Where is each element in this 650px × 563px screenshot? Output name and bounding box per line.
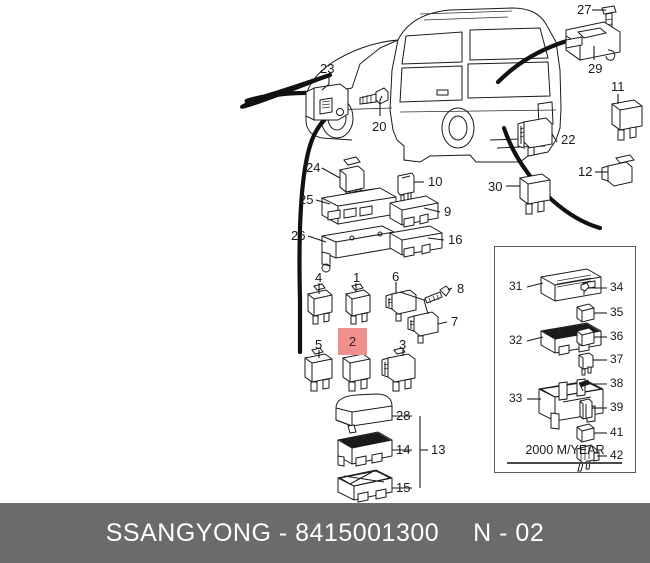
part-9-module xyxy=(389,195,439,228)
highlight-label-part-2: 2 xyxy=(348,334,357,349)
callout-5: 5 xyxy=(315,337,323,352)
inset-callout-37: 37 xyxy=(610,352,624,366)
part-30-relay xyxy=(519,173,551,215)
part-25-control-unit xyxy=(321,187,397,225)
part-8-bolt xyxy=(424,285,451,304)
callout-4: 4 xyxy=(315,270,323,285)
inset-callout-31: 31 xyxy=(509,279,523,293)
inset-callout-39: 39 xyxy=(610,400,624,414)
part-28-fuse-box-cover xyxy=(335,393,393,434)
part-12-small-relay xyxy=(601,154,635,187)
part-7-relay xyxy=(407,311,439,344)
inset-part-33 xyxy=(538,378,604,430)
callout-28: 28 xyxy=(396,408,411,423)
inset-part-37 xyxy=(578,352,594,376)
callout-11: 11 xyxy=(611,79,625,94)
inset-part-31 xyxy=(540,268,602,302)
part-4-relay xyxy=(307,283,333,325)
highlight-box-part-2[interactable] xyxy=(338,328,367,355)
inset-callout-35: 35 xyxy=(610,305,624,319)
callout-23: 23 xyxy=(320,61,335,76)
callout-25: 25 xyxy=(299,192,314,207)
inset-callout-34: 34 xyxy=(610,280,624,294)
callout-26: 26 xyxy=(291,228,306,243)
part-26-mounting-bracket xyxy=(321,225,395,273)
callout-14: 14 xyxy=(396,442,411,457)
diagram-canvas: 23 20 27 29 11 22 12 24 25 26 10 9 16 30… xyxy=(240,2,643,503)
inset-callout-42: 42 xyxy=(610,448,624,462)
inset-part-35 xyxy=(576,303,595,323)
part-5-relay xyxy=(304,347,333,392)
part-23-relay-bracket xyxy=(305,83,349,121)
part-14-fuse-board xyxy=(337,431,393,467)
inset-part-39 xyxy=(579,398,593,420)
inset-year-underline xyxy=(507,462,622,464)
inset-callout-36: 36 xyxy=(610,329,624,343)
callout-10: 10 xyxy=(428,174,443,189)
part-20-bolt xyxy=(359,87,389,105)
callout-7: 7 xyxy=(451,314,459,329)
inset-leader-lines xyxy=(526,282,607,457)
callout-22: 22 xyxy=(561,132,576,147)
callout-9: 9 xyxy=(444,204,452,219)
inset-part-41 xyxy=(576,423,595,443)
callout-20: 20 xyxy=(372,119,387,134)
callout-15: 15 xyxy=(396,480,411,495)
inset-panel-2000-model-year: 31 32 33 34 35 36 37 38 39 41 42 2000 M/… xyxy=(494,246,636,473)
callout-6: 6 xyxy=(392,269,400,284)
callout-16: 16 xyxy=(448,232,463,247)
callout-29: 29 xyxy=(588,61,603,76)
callout-12: 12 xyxy=(578,164,593,179)
footer-bar: SSANGYONG - 8415001300 N - 02 xyxy=(0,503,650,563)
part-16-module xyxy=(389,225,443,258)
footer-page-code: N - 02 xyxy=(473,518,545,547)
callout-8: 8 xyxy=(457,281,465,296)
inset-callout-41: 41 xyxy=(610,425,624,439)
inset-part-36 xyxy=(576,327,595,347)
part-22-relay-connector xyxy=(517,117,553,157)
callout-3: 3 xyxy=(399,337,407,352)
part-11-relay xyxy=(611,99,643,141)
part-29-control-module xyxy=(565,21,621,61)
inset-part-34 xyxy=(580,282,590,295)
inset-callout-32: 32 xyxy=(509,333,523,347)
part-6-relay xyxy=(385,289,417,322)
inset-callout-33: 33 xyxy=(509,391,523,405)
part-1-relay xyxy=(345,283,371,325)
callout-27: 27 xyxy=(577,2,592,17)
inset-line-art xyxy=(526,268,607,472)
callout-24: 24 xyxy=(306,160,321,175)
callout-30: 30 xyxy=(488,179,503,194)
callout-13: 13 xyxy=(431,442,446,457)
inset-callout-38: 38 xyxy=(610,376,624,390)
inset-model-year-label: 2000 M/YEAR xyxy=(525,443,605,457)
part-3-relay xyxy=(381,347,416,392)
footer-brand-part-number: SSANGYONG - 8415001300 xyxy=(105,518,440,547)
callout-1: 1 xyxy=(353,270,361,285)
part-15-fuse-box-base xyxy=(337,469,393,503)
leader-lines xyxy=(307,9,619,489)
inset-part-42 xyxy=(576,444,600,472)
